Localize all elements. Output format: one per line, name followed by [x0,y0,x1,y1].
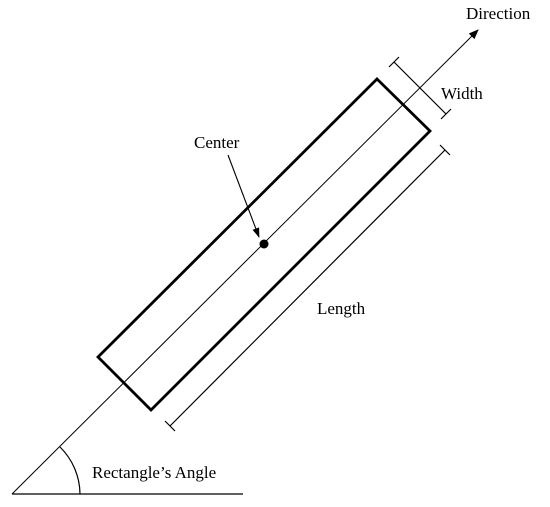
angle-label: Rectangle’s Angle [92,463,216,482]
width-dimension-tick-end [440,108,452,120]
center-point [259,239,269,249]
width-dimension-tick-start [388,56,400,68]
length-dimension-line [169,149,446,427]
length-label: Length [317,299,366,318]
length-dimension-tick-end [164,420,176,432]
width-label: Width [441,84,483,103]
width-dimension-line [393,61,447,115]
direction-label: Direction [466,4,531,23]
center-label: Center [194,133,240,152]
direction-axis [11,29,479,495]
rectangle [96,77,432,412]
angle-arc [59,446,81,495]
center-leader-arrow [227,154,260,238]
length-dimension-tick-start [439,144,451,156]
